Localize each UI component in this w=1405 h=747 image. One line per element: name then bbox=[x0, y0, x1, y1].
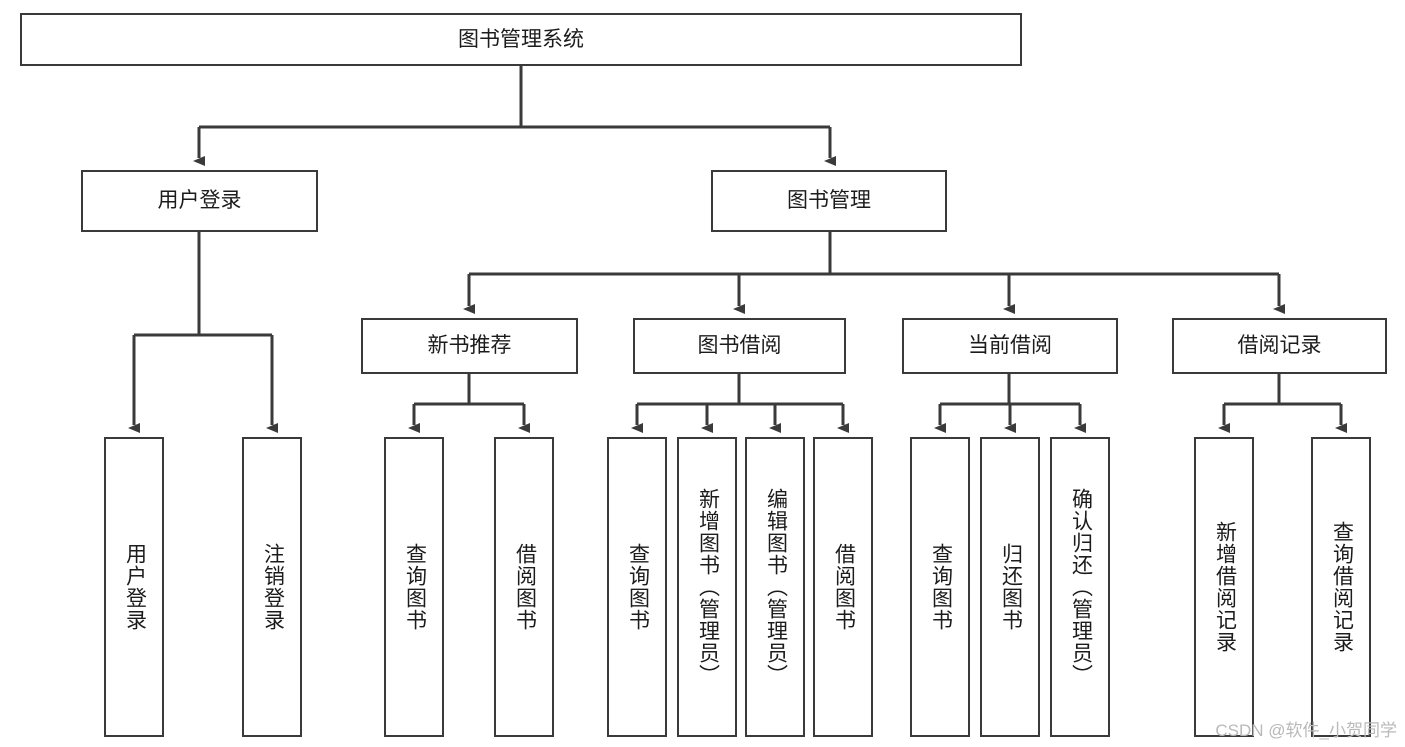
leaf-record-add-record[interactable]: 新增借阅记录 bbox=[1194, 437, 1254, 737]
leaf-borrow-edit-book-admin[interactable]: 编辑图书（管理员） bbox=[745, 437, 805, 737]
node-label: 新书推荐 bbox=[427, 334, 512, 358]
node-label: 借阅图书 bbox=[513, 543, 537, 631]
node-label: 图书管理系统 bbox=[458, 27, 584, 51]
node-label: 新增图书（管理员） bbox=[696, 488, 720, 686]
node-label: 用户登录 bbox=[157, 189, 242, 213]
node-root-system[interactable]: 图书管理系统 bbox=[20, 13, 1022, 66]
node-label: 查询图书 bbox=[929, 543, 953, 631]
leaf-borrow-add-book-admin[interactable]: 新增图书（管理员） bbox=[677, 437, 737, 737]
node-borrow-record[interactable]: 借阅记录 bbox=[1172, 318, 1387, 374]
leaf-current-return-book[interactable]: 归还图书 bbox=[980, 437, 1040, 737]
node-label: 新增借阅记录 bbox=[1213, 521, 1237, 653]
node-label: 图书借阅 bbox=[697, 334, 782, 358]
node-book-management[interactable]: 图书管理 bbox=[711, 170, 947, 232]
watermark-text: CSDN @软件_小贺同学 bbox=[1215, 721, 1397, 740]
leaf-borrow-borrow-book[interactable]: 借阅图书 bbox=[813, 437, 873, 737]
node-label: 查询图书 bbox=[626, 543, 650, 631]
leaf-recommend-borrow-book[interactable]: 借阅图书 bbox=[494, 437, 554, 737]
node-label: 借阅图书 bbox=[832, 543, 856, 631]
node-label: 当前借阅 bbox=[968, 334, 1052, 358]
node-label: 确认归还（管理员） bbox=[1069, 488, 1093, 686]
leaf-user-login-signin[interactable]: 用户登录 bbox=[104, 437, 164, 737]
node-current-borrow[interactable]: 当前借阅 bbox=[902, 318, 1118, 374]
node-label: 查询借阅记录 bbox=[1330, 521, 1354, 653]
node-label: 图书管理 bbox=[787, 189, 871, 213]
node-label: 归还图书 bbox=[999, 543, 1023, 631]
node-label: 借阅记录 bbox=[1237, 334, 1322, 358]
leaf-current-confirm-return-admin[interactable]: 确认归还（管理员） bbox=[1050, 437, 1110, 737]
node-label: 注销登录 bbox=[261, 543, 285, 631]
node-label: 编辑图书（管理员） bbox=[764, 488, 788, 686]
node-new-book-recommend[interactable]: 新书推荐 bbox=[361, 318, 578, 374]
leaf-record-query-record[interactable]: 查询借阅记录 bbox=[1311, 437, 1371, 737]
leaf-borrow-query-book[interactable]: 查询图书 bbox=[607, 437, 667, 737]
leaf-recommend-query-book[interactable]: 查询图书 bbox=[384, 437, 444, 737]
node-user-login[interactable]: 用户登录 bbox=[81, 170, 318, 232]
leaf-current-query-book[interactable]: 查询图书 bbox=[910, 437, 970, 737]
node-book-borrow[interactable]: 图书借阅 bbox=[633, 318, 846, 374]
leaf-user-login-signout[interactable]: 注销登录 bbox=[242, 437, 302, 737]
node-label: 查询图书 bbox=[403, 543, 427, 631]
node-label: 用户登录 bbox=[123, 543, 147, 631]
